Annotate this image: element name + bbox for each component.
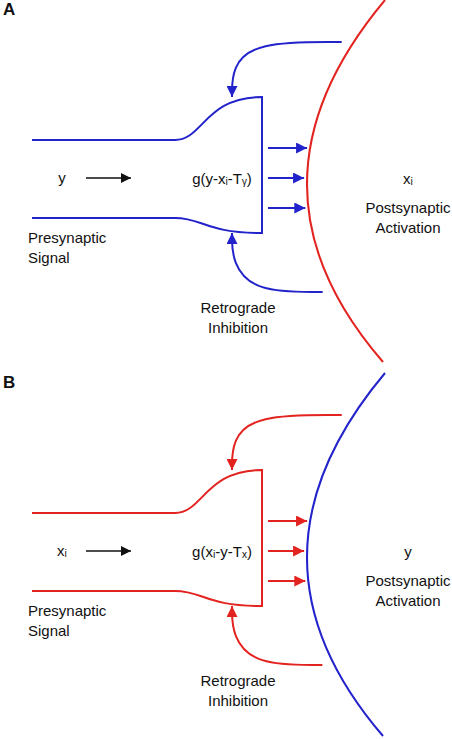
- activation-symbol: xᵢ: [396, 169, 420, 189]
- membrane-arc: [307, 0, 385, 362]
- transfer-function: g(y-xᵢ-Tᵧ): [159, 169, 285, 189]
- postsynaptic-membrane: yPostsynaptic Activation: [290, 373, 452, 739]
- transmission-arrow: [268, 147, 307, 149]
- signal-symbol: xᵢ: [50, 541, 74, 561]
- axon-caption: Presynaptic Signal: [28, 228, 123, 268]
- transmission-arrow: [268, 580, 305, 582]
- presynaptic-axon: xᵢPresynaptic Signal: [32, 513, 175, 591]
- mechanism-label: Retrograde Inhibition: [188, 298, 288, 338]
- presynaptic-axon: yPresynaptic Signal: [32, 140, 175, 218]
- axon-wall: [32, 217, 175, 219]
- arc-outline: [290, 373, 452, 739]
- signal-symbol: y: [50, 168, 74, 188]
- retrograde-arrow: [232, 606, 322, 665]
- membrane-caption: Postsynaptic Activation: [356, 198, 452, 238]
- retrograde-arrow: [232, 233, 323, 292]
- panel-letter: B: [3, 373, 33, 393]
- retrograde-arrow: [232, 415, 342, 470]
- transmission-arrow: [268, 520, 307, 522]
- axon-wall: [32, 139, 175, 141]
- terminal-bulb: [175, 97, 262, 233]
- transmission-arrow: [268, 207, 305, 209]
- transfer-function: g(xᵢ-y-Tₓ): [159, 542, 285, 562]
- terminal-bulb: [175, 470, 262, 606]
- retrograde-arrow: [232, 42, 342, 97]
- presynaptic-terminal: g(xᵢ-y-Tₓ): [175, 470, 262, 606]
- postsynaptic-membrane: xᵢPostsynaptic Activation: [290, 0, 452, 365]
- activation-symbol: y: [396, 542, 420, 562]
- bulb-outline: [175, 470, 262, 606]
- axon-outline: [32, 140, 175, 218]
- axon-caption: Presynaptic Signal: [28, 601, 123, 641]
- membrane-caption: Postsynaptic Activation: [356, 571, 452, 611]
- axon-wall: [32, 512, 175, 514]
- axon-wall: [32, 590, 175, 592]
- signal-direction-arrow: [86, 550, 131, 552]
- arc-outline: [290, 0, 452, 365]
- mechanism-label: Retrograde Inhibition: [188, 671, 288, 711]
- axon-outline: [32, 513, 175, 591]
- presynaptic-terminal: g(y-xᵢ-Tᵧ): [175, 97, 262, 233]
- membrane-arc: [307, 373, 385, 736]
- panel-letter: A: [3, 0, 33, 20]
- signal-direction-arrow: [86, 177, 131, 179]
- bulb-outline: [175, 97, 262, 233]
- transmission-arrow: [268, 177, 304, 179]
- transmission-arrow: [268, 550, 304, 552]
